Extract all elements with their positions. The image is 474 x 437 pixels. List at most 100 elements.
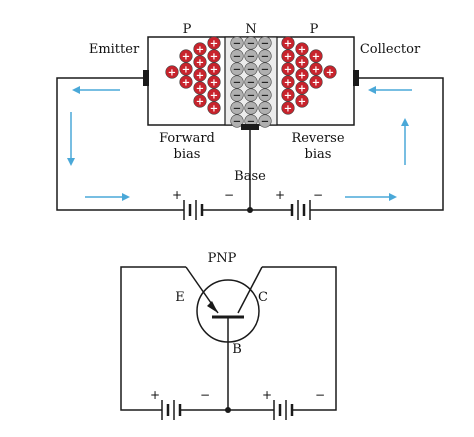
bottom-left-battery: [161, 400, 182, 420]
hole: [207, 75, 221, 89]
hole-sign: +: [196, 97, 204, 108]
forward-bias-label-1: Forward: [159, 131, 215, 146]
electron: [258, 114, 272, 128]
hole-sign: +: [298, 45, 306, 56]
collector-letter: C: [258, 290, 268, 305]
hole-sign: +: [196, 45, 204, 56]
reverse-bias-label-1: Reverse: [291, 131, 344, 146]
hole: [281, 88, 295, 102]
hole: [193, 94, 207, 108]
emitter-terminal-tab: [143, 70, 149, 86]
electron: [230, 88, 244, 102]
electron-sign: −: [247, 91, 255, 102]
electron-sign: −: [247, 104, 255, 115]
hole: [309, 62, 323, 76]
electron-sign: −: [247, 117, 255, 128]
hole: [295, 55, 309, 69]
base-terminal-tab: [241, 124, 259, 130]
hole-sign: +: [284, 52, 292, 63]
hole-sign: +: [182, 78, 190, 89]
hole-sign: +: [182, 65, 190, 76]
bottom-right-battery: [273, 400, 294, 420]
electron-sign: −: [247, 39, 255, 50]
electron-sign: −: [261, 39, 269, 50]
electron: [258, 75, 272, 89]
hole: [165, 65, 179, 79]
electron-sign: −: [247, 78, 255, 89]
holes-left-group: +++++++++++++++: [165, 36, 221, 115]
hole: [193, 42, 207, 56]
hole: [295, 81, 309, 95]
reverse-battery-plus: +: [275, 188, 285, 202]
electron: [258, 101, 272, 115]
hole: [281, 101, 295, 115]
electron: [244, 75, 258, 89]
hole: [207, 62, 221, 76]
hole-sign: +: [210, 78, 218, 89]
region-label-n: N: [245, 22, 256, 37]
electron: [244, 36, 258, 50]
hole-sign: +: [284, 78, 292, 89]
hole-sign: +: [196, 71, 204, 82]
hole: [207, 88, 221, 102]
bottom-right-battery-plus: +: [262, 388, 272, 402]
emitter-arrow: [207, 301, 218, 313]
hole-sign: +: [196, 58, 204, 69]
electron: [244, 88, 258, 102]
electron-sign: −: [261, 104, 269, 115]
hole-sign: +: [298, 58, 306, 69]
electron-sign: −: [233, 39, 241, 50]
hole: [309, 49, 323, 63]
collector-terminal-tab: [353, 70, 359, 86]
electron: [258, 62, 272, 76]
electron-sign: −: [233, 78, 241, 89]
hole: [281, 75, 295, 89]
electron-sign: −: [233, 104, 241, 115]
hole-sign: +: [298, 84, 306, 95]
hole: [295, 68, 309, 82]
electron-sign: −: [261, 117, 269, 128]
hole-sign: +: [298, 71, 306, 82]
electron-sign: −: [261, 52, 269, 63]
hole: [207, 49, 221, 63]
hole: [193, 55, 207, 69]
bottom-left-battery-plus: +: [150, 388, 160, 402]
bottom-diagram: PNP E C B + − + −: [120, 251, 337, 420]
electron: [244, 101, 258, 115]
hole-sign: +: [284, 39, 292, 50]
collector-lead: [237, 266, 263, 314]
reverse-battery-minus: −: [313, 188, 323, 202]
hole: [179, 49, 193, 63]
bottom-left-battery-minus: −: [200, 388, 210, 402]
electron: [258, 88, 272, 102]
hole: [193, 81, 207, 95]
hole: [193, 68, 207, 82]
electrons-group: −−−−−−−−−−−−−−−−−−−−−: [230, 36, 272, 128]
hole-sign: +: [326, 68, 334, 79]
electron: [244, 62, 258, 76]
hole-sign: +: [210, 91, 218, 102]
hole: [281, 49, 295, 63]
reverse-battery: [290, 200, 311, 220]
base-letter: B: [232, 342, 242, 357]
electron-sign: −: [247, 52, 255, 63]
hole: [295, 94, 309, 108]
region-label-p-right: P: [310, 22, 319, 37]
reverse-bias-label-2: bias: [305, 147, 332, 162]
hole-sign: +: [196, 84, 204, 95]
hole: [179, 75, 193, 89]
electron: [258, 36, 272, 50]
hole-sign: +: [284, 104, 292, 115]
electron-sign: −: [261, 78, 269, 89]
hole-sign: +: [312, 78, 320, 89]
hole: [309, 75, 323, 89]
hole: [281, 36, 295, 50]
hole-sign: +: [312, 65, 320, 76]
hole-sign: +: [210, 65, 218, 76]
electron: [230, 36, 244, 50]
hole-sign: +: [210, 52, 218, 63]
electron-sign: −: [233, 91, 241, 102]
forward-bias-label-2: bias: [174, 147, 201, 162]
hole-sign: +: [168, 68, 176, 79]
